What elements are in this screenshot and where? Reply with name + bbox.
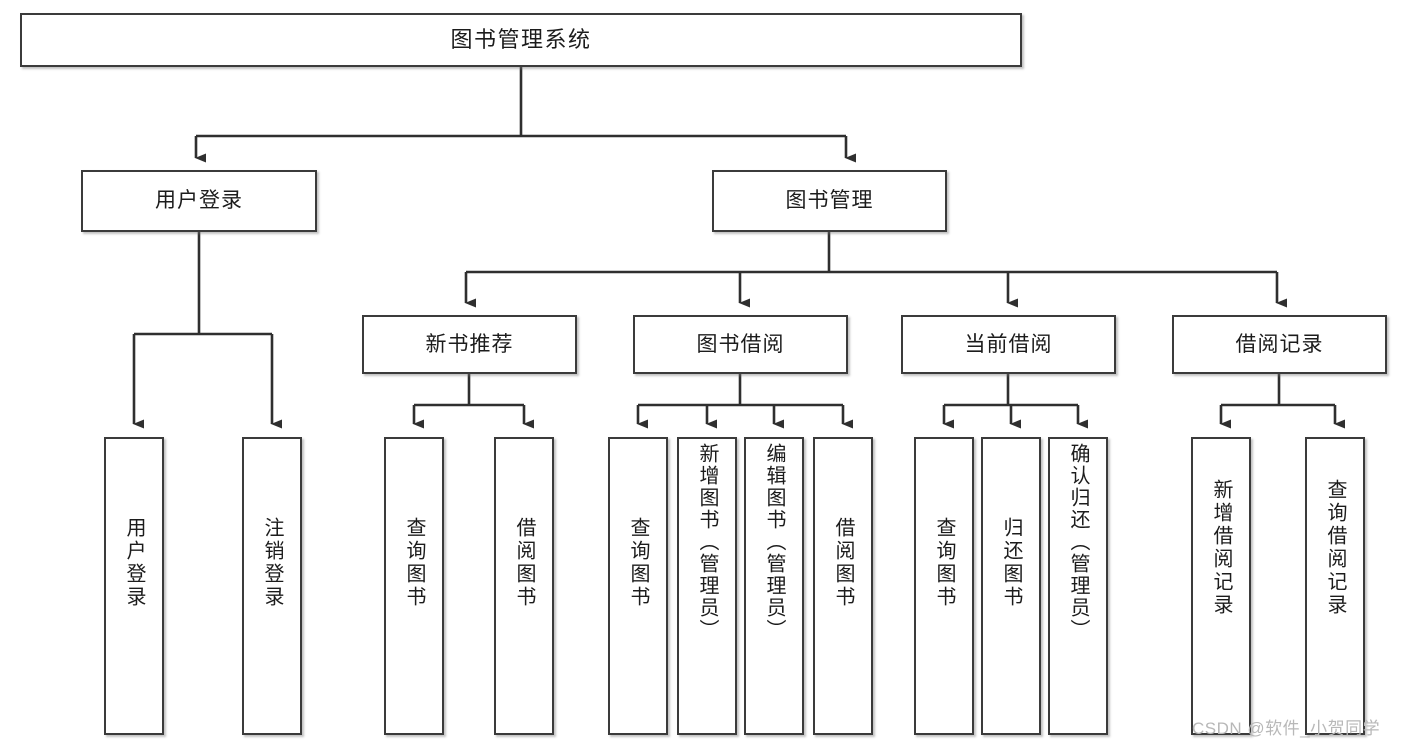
- node-book-borrow[interactable]: 图书借阅: [633, 315, 848, 374]
- node-label: 用户登录: [155, 189, 243, 213]
- node-label: 图书管理系统: [450, 26, 592, 52]
- leaf-borrow-book-recommend[interactable]: 借阅图书: [494, 437, 554, 735]
- node-borrow-record[interactable]: 借阅记录: [1172, 315, 1387, 374]
- leaf-add-borrow-record[interactable]: 新增借阅记录: [1191, 437, 1251, 735]
- node-current-borrow[interactable]: 当前借阅: [901, 315, 1116, 374]
- node-label: 当前借阅: [964, 332, 1053, 356]
- node-label: 编辑图书（管理员）: [763, 443, 785, 641]
- leaf-query-borrow-record[interactable]: 查询借阅记录: [1305, 437, 1365, 735]
- node-label: 查询图书: [403, 517, 425, 609]
- node-label: 图书管理: [785, 189, 874, 213]
- node-label: 用户登录: [123, 517, 145, 609]
- leaf-confirm-return-admin[interactable]: 确认归还（管理员）: [1048, 437, 1108, 735]
- node-label: 注销登录: [261, 517, 283, 609]
- node-label: 查询图书: [627, 517, 649, 609]
- leaf-add-book-admin[interactable]: 新增图书（管理员）: [677, 437, 737, 735]
- node-label: 归还图书: [1000, 517, 1022, 609]
- leaf-return-book[interactable]: 归还图书: [981, 437, 1041, 735]
- node-label: 借阅图书: [832, 517, 854, 609]
- leaf-query-book-recommend[interactable]: 查询图书: [384, 437, 444, 735]
- leaf-query-book-current[interactable]: 查询图书: [914, 437, 974, 735]
- node-label: 借阅记录: [1235, 332, 1324, 356]
- leaf-user-login[interactable]: 用户登录: [104, 437, 164, 735]
- node-label: 确认归还（管理员）: [1067, 443, 1089, 641]
- node-new-book-recommend[interactable]: 新书推荐: [362, 315, 577, 374]
- node-label: 查询图书: [933, 517, 955, 609]
- node-label: 新书推荐: [425, 332, 514, 356]
- csdn-watermark: CSDN @软件_小贺同学: [1192, 719, 1381, 738]
- node-label: 新增借阅记录: [1210, 479, 1232, 617]
- node-label: 查询借阅记录: [1324, 479, 1346, 617]
- leaf-edit-book-admin[interactable]: 编辑图书（管理员）: [744, 437, 804, 735]
- leaf-borrow-book[interactable]: 借阅图书: [813, 437, 873, 735]
- node-root-system[interactable]: 图书管理系统: [20, 13, 1022, 67]
- node-book-management[interactable]: 图书管理: [712, 170, 947, 232]
- node-user-login[interactable]: 用户登录: [81, 170, 317, 232]
- leaf-query-book-borrow[interactable]: 查询图书: [608, 437, 668, 735]
- leaf-logout[interactable]: 注销登录: [242, 437, 302, 735]
- node-label: 新增图书（管理员）: [696, 443, 718, 641]
- node-label: 图书借阅: [696, 332, 785, 356]
- node-label: 借阅图书: [513, 517, 535, 609]
